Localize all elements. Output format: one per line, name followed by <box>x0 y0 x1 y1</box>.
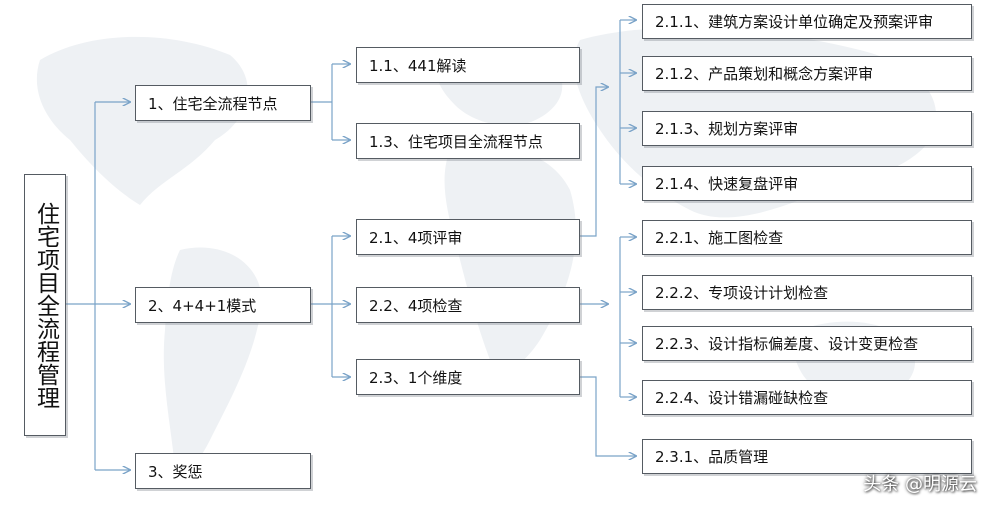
node-label: 2、4+4+1模式 <box>148 296 257 315</box>
node-label: 1、住宅全流程节点 <box>148 94 278 113</box>
node-2-model: 2、4+4+1模式 <box>135 287 311 323</box>
node-label: 2.1.2、产品策划和概念方案评审 <box>655 65 874 83</box>
node-label: 2.2.3、设计指标偏差度、设计变更检查 <box>655 335 919 353</box>
node-2-2-1: 2.2.1、施工图检查 <box>642 220 972 255</box>
node-label: 2.1.3、规划方案评审 <box>655 120 799 138</box>
node-label: 2.1.4、快速复盘评审 <box>655 175 799 193</box>
node-2-2-2: 2.2.2、专项设计计划检查 <box>642 275 972 310</box>
node-2-1-2: 2.1.2、产品策划和概念方案评审 <box>642 56 972 91</box>
node-label: 1.1、441解读 <box>369 56 467 75</box>
node-2-3-1: 2.3.1、品质管理 <box>642 439 972 474</box>
node-2-3: 2.3、1个维度 <box>356 359 580 395</box>
node-2-2-3: 2.2.3、设计指标偏差度、设计变更检查 <box>642 326 972 361</box>
node-2-2: 2.2、4项检查 <box>356 287 580 323</box>
node-label: 2.2.4、设计错漏碰缺检查 <box>655 389 829 407</box>
node-label: 2.3、1个维度 <box>369 368 463 387</box>
watermark: 头条 @明源云 <box>863 474 977 495</box>
root-node: 住宅项目全流程管理 <box>24 174 66 436</box>
node-label: 1.3、住宅项目全流程节点 <box>369 132 543 151</box>
node-1-flow-nodes: 1、住宅全流程节点 <box>135 85 311 121</box>
node-label: 2.2、4项检查 <box>369 296 463 315</box>
node-label: 2.1、4项评审 <box>369 228 463 247</box>
node-label: 3、奖惩 <box>148 462 203 481</box>
node-label: 2.2.1、施工图检查 <box>655 229 784 247</box>
node-3-reward-penalty: 3、奖惩 <box>135 453 311 489</box>
node-2-1-1: 2.1.1、建筑方案设计单位确定及预案评审 <box>642 4 972 39</box>
node-2-2-4: 2.2.4、设计错漏碰缺检查 <box>642 380 972 415</box>
node-2-1-4: 2.1.4、快速复盘评审 <box>642 166 972 201</box>
node-label: 2.1.1、建筑方案设计单位确定及预案评审 <box>655 13 934 31</box>
node-1-1: 1.1、441解读 <box>356 47 580 83</box>
node-label: 2.3.1、品质管理 <box>655 448 769 466</box>
node-label: 2.2.2、专项设计计划检查 <box>655 284 829 302</box>
node-2-1: 2.1、4项评审 <box>356 219 580 255</box>
node-1-3: 1.3、住宅项目全流程节点 <box>356 123 580 159</box>
node-2-1-3: 2.1.3、规划方案评审 <box>642 111 972 146</box>
